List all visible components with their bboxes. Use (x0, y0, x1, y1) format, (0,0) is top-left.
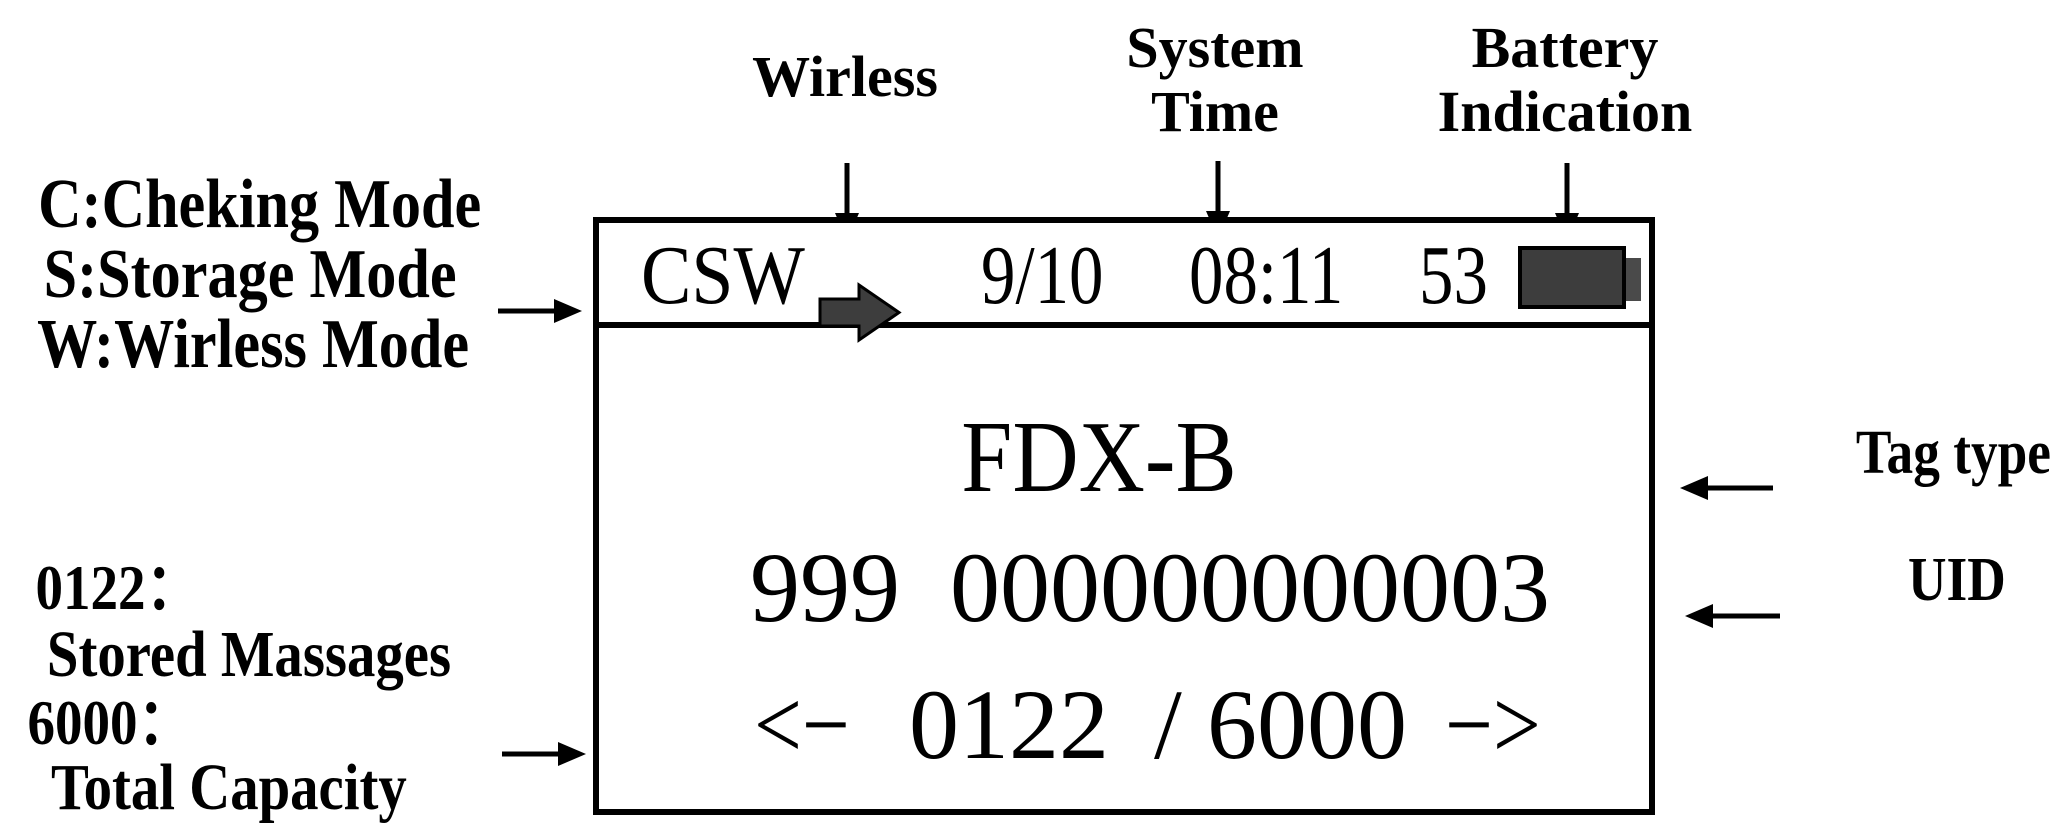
battery-indication-callout-line1: Battery (1471, 15, 1659, 80)
status-mode-flags: CSW (641, 229, 805, 322)
tag-type-callout-label: Tag type (1855, 419, 2050, 487)
system-time-callout-line1: System (1126, 15, 1304, 80)
mode-legend-checking: C:Cheking Mode (38, 166, 482, 243)
stored-messages-label: Stored Massages (46, 618, 452, 691)
battery-icon (1518, 246, 1626, 309)
counter-prev-arrow: <− (754, 669, 850, 780)
status-bar: CSW 9/10 08:11 53 (599, 223, 1649, 343)
wireless-mode-arrow-icon (818, 246, 902, 379)
uid-callout-label: UID (1907, 546, 2006, 614)
total-capacity-value: 6000： (27, 687, 193, 758)
tag-type-pointer-left-arrow-icon (1680, 437, 1773, 539)
counter-stored-value: 0122 (909, 669, 1109, 780)
counter-total-value: 6000 (1207, 669, 1407, 780)
status-date: 9/10 (981, 229, 1104, 322)
wirless-callout-label: Wirless (752, 44, 938, 109)
mode-legend-storage: S:Storage Mode (43, 236, 457, 313)
battery-indication-callout-line2: Indication (1437, 79, 1693, 144)
status-time: 08:11 (1189, 229, 1344, 322)
mode-legend-wirless: W:Wirless Mode (37, 306, 470, 383)
uid-pointer-left-arrow-icon (1685, 565, 1780, 667)
status-battery-percent: 53 (1419, 229, 1488, 322)
stored-messages-value: 0122： (35, 552, 201, 623)
system-time-callout-line2: Time (1151, 79, 1279, 144)
counter-next-arrow: −> (1445, 669, 1541, 780)
counter-pointer-right-arrow-icon (502, 703, 586, 805)
mode-pointer-right-arrow-icon (498, 260, 582, 362)
screen-uid: 999 000000000003 (750, 532, 1550, 643)
battery-icon-terminal (1626, 258, 1641, 301)
total-capacity-label: Total Capacity (50, 751, 407, 824)
counter-separator: / (1154, 669, 1182, 780)
lcd-screen: CSW 9/10 08:11 53 FDX-B 999 000000000003… (593, 217, 1655, 815)
screen-tag-type: FDX-B (961, 401, 1237, 514)
